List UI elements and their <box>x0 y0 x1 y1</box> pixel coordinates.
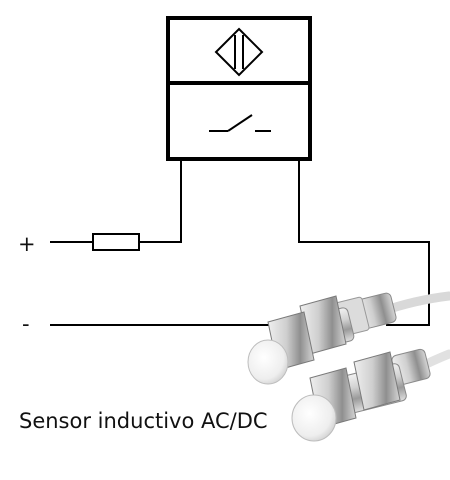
wires <box>50 159 430 326</box>
switch-icon <box>209 114 271 132</box>
load-resistor-icon <box>92 233 140 251</box>
sensor-photo-back <box>247 291 450 385</box>
wire-output <box>298 159 430 326</box>
inductive-sensor-icon <box>214 27 264 77</box>
sensor-housing <box>166 16 312 161</box>
sensor-block <box>166 16 312 161</box>
diagram-caption: Sensor inductivo AC/DC <box>19 409 268 433</box>
wire-positive <box>139 159 182 243</box>
sensor-photo-front <box>291 348 450 442</box>
positive-terminal-label: + <box>18 232 36 256</box>
negative-terminal-label: - <box>22 312 30 336</box>
